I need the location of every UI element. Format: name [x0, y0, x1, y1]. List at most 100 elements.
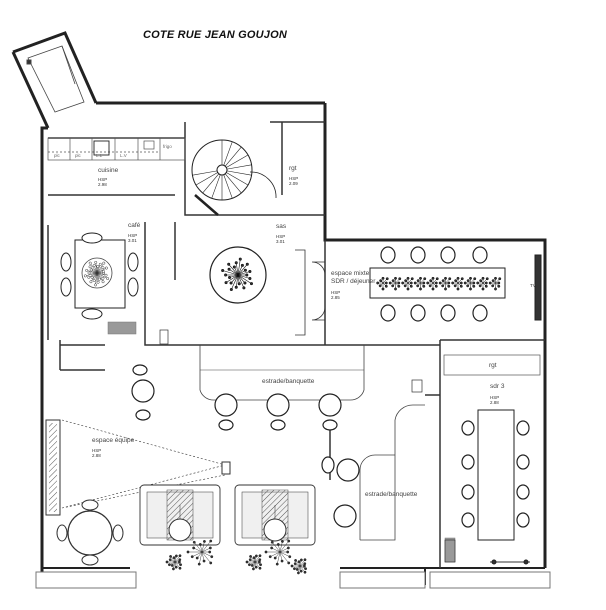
bottom-plant-leaf	[279, 547, 289, 553]
sas-plant-leaf-tip	[234, 285, 238, 289]
espace-mixte-table	[369, 246, 542, 322]
sas-plant-leaf	[230, 274, 239, 284]
exterior-walls	[11, 31, 551, 589]
chair	[440, 246, 456, 264]
mixte-plant-leaf-tip	[463, 281, 467, 285]
bottom-plant-leaf	[201, 551, 211, 564]
bottom-plant-leaf-tip	[208, 546, 212, 550]
estrade-right	[359, 404, 425, 541]
mixte-plant-leaf-tip	[444, 287, 447, 291]
bottom-plant-leaf-tip	[288, 555, 292, 559]
bottom-plant-leaf-tip	[202, 559, 206, 563]
bottom-plant-leaf-tip	[293, 562, 297, 566]
mixte-plant-leaf-tip	[403, 284, 407, 288]
stool	[318, 393, 342, 417]
kitchen-unit-1: plc	[54, 153, 60, 158]
cafe-plant-leaf-tip	[101, 276, 105, 280]
stool-seat	[135, 409, 151, 421]
rgt-storage	[443, 354, 541, 376]
sas-plant-leaf-tip	[232, 265, 236, 269]
chair	[516, 484, 530, 500]
cafe-plant-leaf-tip	[88, 261, 92, 265]
bottom-plant-leaf-tip	[178, 558, 182, 562]
bottom-plant-leaf-tip	[275, 562, 279, 566]
mixte-plant-leaf-tip	[478, 284, 482, 288]
cafe-plant-leaf-tip	[101, 266, 105, 270]
cafe-plant-leaf-tip	[87, 275, 91, 279]
bottom-plant-leaf	[201, 541, 205, 553]
bottom-plant-leaf-tip	[286, 546, 290, 550]
bottom-plant-leaf	[279, 551, 289, 564]
bottom-plant-leaf	[279, 551, 283, 562]
cafe-plant-leaf	[95, 272, 98, 285]
sas-plant-leaf	[237, 274, 246, 284]
sdr3-table	[444, 409, 530, 565]
bottom-plant-leaf-tip	[299, 569, 303, 573]
bottom-plant-leaf-tip	[254, 554, 258, 558]
mixte-plant-leaf-tip	[456, 276, 460, 280]
cafe-plant-leaf-tip	[94, 260, 98, 264]
bottom-plant-leaf	[279, 551, 290, 557]
cafe-plant-leaf	[85, 272, 98, 277]
cafe-plant-leaf-tip	[101, 280, 105, 284]
mixte-plant-leaf-tip	[484, 281, 488, 285]
mixte-plant-leaf-tip	[485, 277, 489, 281]
sas-plant-leaf-tip	[224, 273, 228, 277]
bottom-plant-leaf-tip	[210, 555, 214, 559]
mixte-plant-leaf-tip	[476, 281, 480, 285]
mixte-plant-leaf-tip	[454, 279, 458, 283]
stool-seat	[321, 456, 335, 474]
cafe-plant-leaf-tip	[89, 268, 93, 272]
mixte-plant-leaf-tip	[469, 276, 472, 280]
mixte-plant-leaf-tip	[394, 276, 397, 280]
cafe-plant-leaf	[96, 267, 107, 274]
mixte-plant-leaf-tip	[385, 277, 389, 281]
sas-plant-leaf-tip	[234, 261, 238, 265]
chair	[516, 420, 530, 436]
cafe-plant-leaf-tip	[102, 261, 106, 265]
bottom-plant-leaf-tip	[170, 564, 174, 567]
chair	[472, 304, 488, 322]
sas-plant-leaf	[235, 274, 239, 288]
mixte-plant-leaf-tip	[488, 281, 492, 285]
sas-plant-leaf	[228, 264, 239, 276]
mixte-plant-leaf-tip	[434, 281, 438, 285]
stair-step	[223, 141, 233, 166]
bottom-plant-leaf-tip	[254, 565, 258, 569]
cafe-plant-leaf	[96, 272, 99, 283]
cafe-plant-leaf	[89, 266, 98, 274]
stool	[214, 393, 238, 417]
cafe-plant-leaf-tip	[85, 269, 89, 272]
room-code-cafe: HSP	[128, 233, 138, 238]
mixte-plant-leaf-tip	[469, 287, 472, 291]
bottom-plant-leaf-tip	[192, 546, 196, 550]
sas-plant-leaf-tip	[248, 270, 252, 274]
bottom-plant-leaf-tip	[203, 540, 206, 543]
sas-plant-leaf-tip	[245, 273, 249, 277]
cafe-plant-leaf-tip	[96, 280, 100, 284]
mixte-plant-leaf-tip	[435, 277, 439, 281]
bottom-plant-leaf-tip	[303, 558, 307, 562]
sas-plant-leaf	[225, 274, 239, 283]
sas-plant-leaf-tip	[249, 282, 253, 286]
bottom-plant-leaf	[272, 542, 281, 553]
chair	[461, 484, 475, 500]
bottom-plant-leaf-tip	[172, 567, 175, 571]
mixte-plant-leaf-tip	[416, 284, 420, 288]
room-height-sas: 3.01	[276, 239, 285, 244]
mixte-plant-leaf-tip	[466, 279, 470, 283]
bottom-plant-leaf-tip	[287, 561, 291, 565]
chair	[380, 304, 396, 322]
kitchen-unit-3: L.L	[96, 153, 103, 158]
room-label-espace-mixte-2: SDR / déjeuner	[331, 278, 376, 285]
mixte-plant-leaf-tip	[391, 279, 395, 283]
bottom-plant-leaf-tip	[172, 556, 176, 560]
bottom-plant-leaf	[201, 547, 211, 553]
cafe-plant-leaf-tip	[90, 275, 94, 279]
mixte-plant-leaf-tip	[438, 281, 442, 285]
bottom-plant-leaf-tip	[259, 563, 262, 567]
mixte-plant-leaf-tip	[428, 284, 432, 288]
mixte-plant-leaf-tip	[378, 284, 382, 288]
mixte-plant-leaf-tip	[410, 277, 414, 281]
estrade-top	[199, 345, 365, 401]
